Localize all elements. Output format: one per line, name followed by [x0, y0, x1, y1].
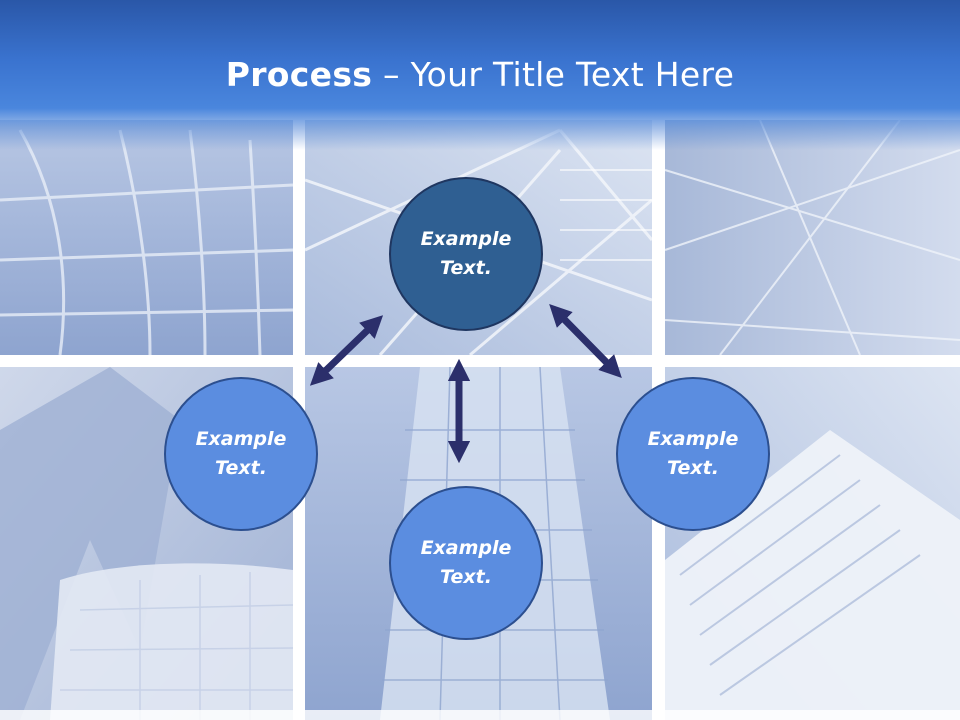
title-bold-part: Process	[225, 55, 373, 94]
circle-left-text: Example Text.	[195, 428, 287, 479]
title-rest-part: – Your Title Text Here	[372, 55, 735, 94]
slide-title: Process – Your Title Text Here	[0, 54, 960, 96]
circle-top-text: Example Text.	[420, 228, 512, 279]
circle-bottom-text: Example Text.	[420, 537, 512, 588]
process-circle-left[interactable]: Example Text.	[164, 377, 318, 531]
title-band	[0, 0, 960, 150]
process-circle-right[interactable]: Example Text.	[616, 377, 770, 531]
circle-right-text: Example Text.	[647, 428, 739, 479]
process-circle-top[interactable]: Example Text.	[389, 177, 543, 331]
process-circle-bottom[interactable]: Example Text.	[389, 486, 543, 640]
